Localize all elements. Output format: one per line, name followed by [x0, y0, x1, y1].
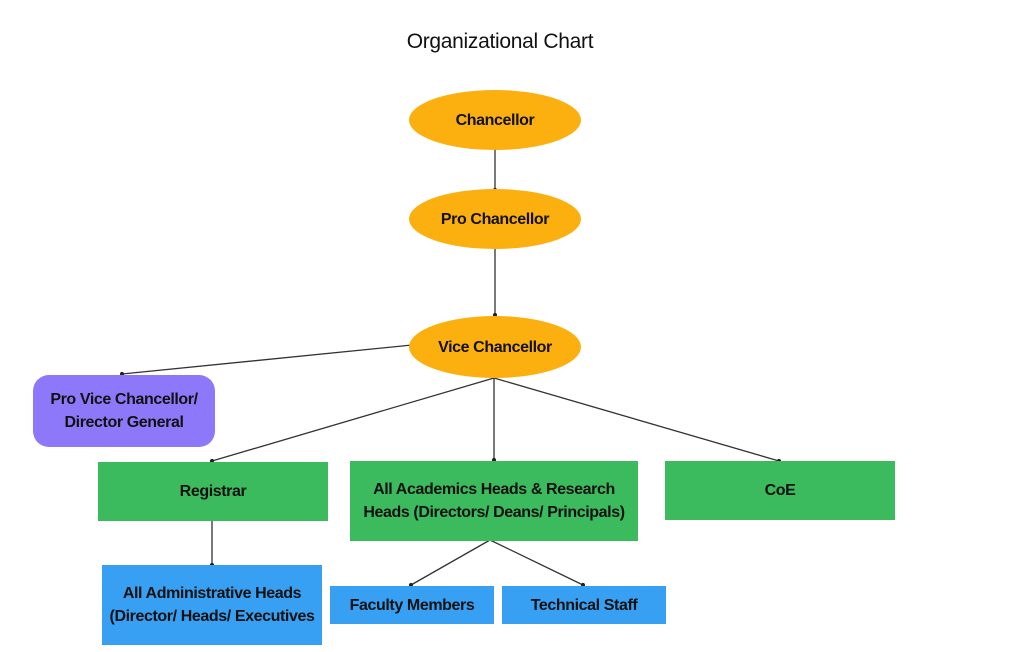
- edge-academic-heads-technical-staff: [489, 539, 586, 588]
- node-academic-heads: All Academics Heads & Research Heads (Di…: [350, 461, 638, 541]
- node-pro-vice-chancellor: Pro Vice Chancellor/ Director General: [33, 375, 215, 447]
- node-registrar: Registrar: [98, 462, 328, 521]
- node-pro-chancellor: Pro Chancellor: [409, 189, 581, 249]
- chart-title: Organizational Chart: [406, 30, 594, 53]
- node-vice-chancellor: Vice Chancellor: [409, 316, 581, 378]
- node-coe: CoE: [665, 461, 895, 520]
- node-technical-staff: Technical Staff: [502, 586, 666, 624]
- edge-vice-chancellor-registrar: [209, 377, 495, 464]
- node-administrative-heads: All Administrative Heads (Director/ Head…: [102, 565, 322, 645]
- edge-vice-chancellor-pro-vice-chancellor: [119, 344, 413, 377]
- edge-academic-heads-faculty-members: [408, 539, 491, 588]
- node-chancellor: Chancellor: [409, 90, 581, 150]
- edge-vice-chancellor-coe: [493, 377, 782, 464]
- node-faculty-members: Faculty Members: [330, 586, 494, 624]
